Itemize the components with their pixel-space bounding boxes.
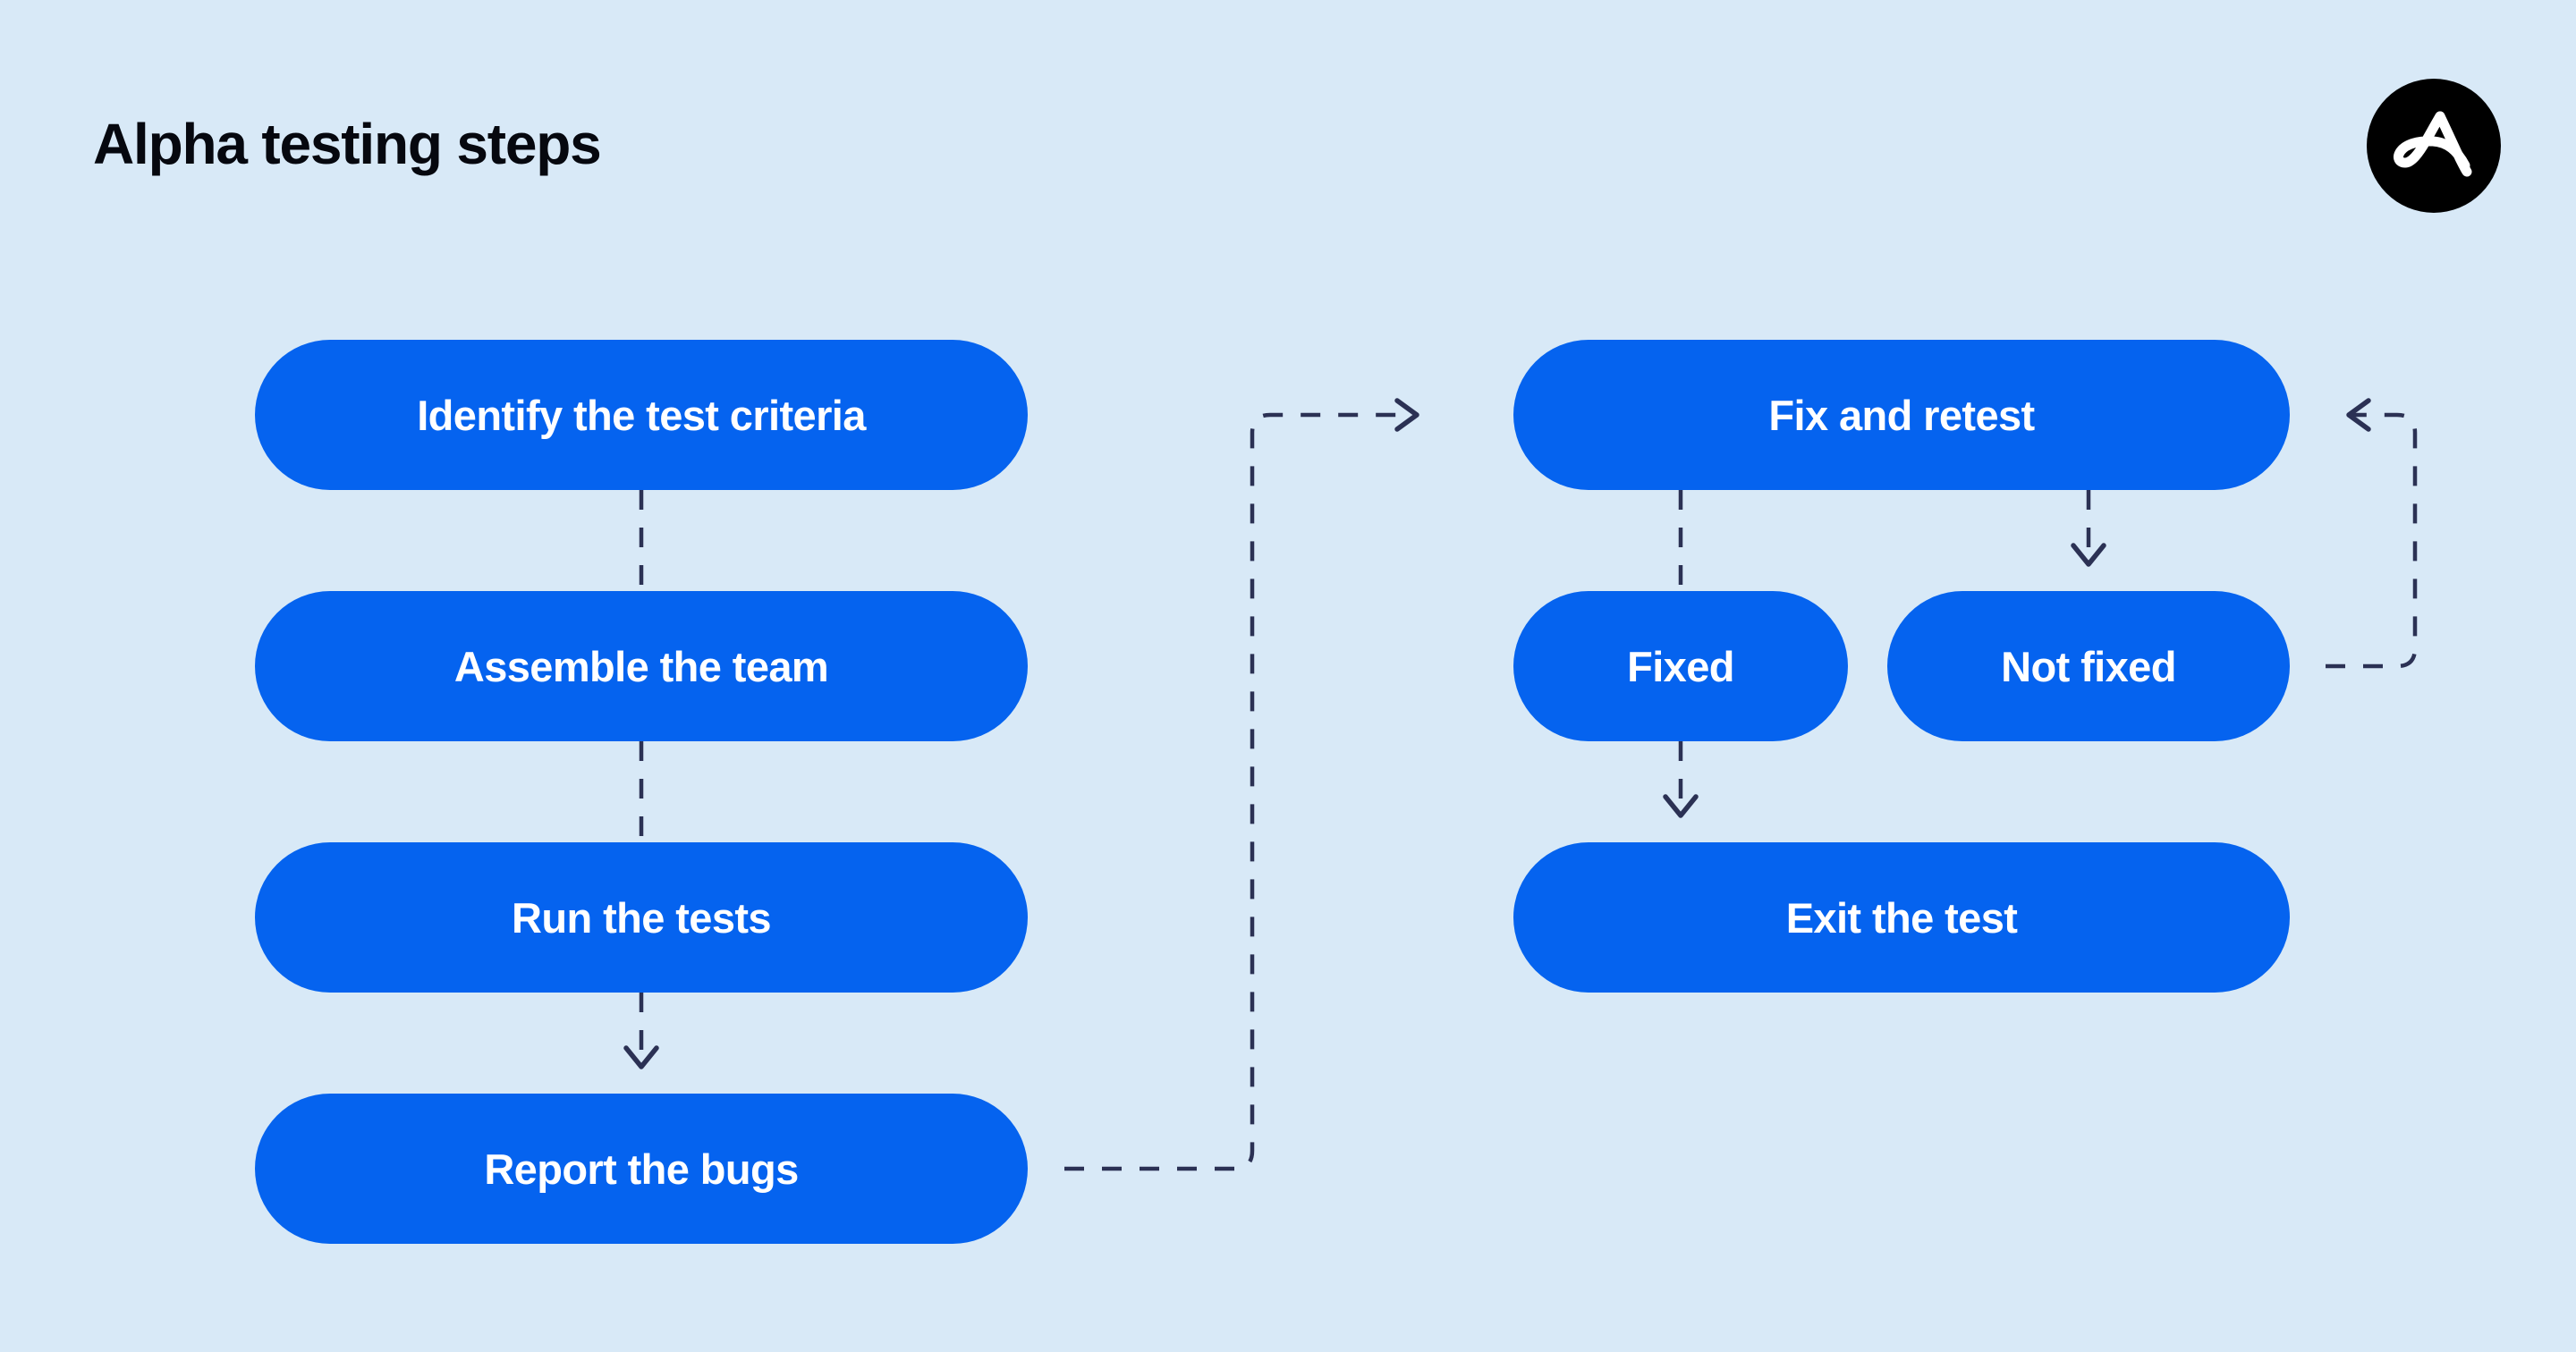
edge-fixed-exit-arrowhead	[1663, 794, 1699, 818]
page-title: Alpha testing steps	[93, 112, 602, 176]
node-label: Run the tests	[512, 893, 772, 942]
edge-report-fix	[1064, 412, 1413, 1171]
node-report-the-bugs[interactable]: Report the bugs	[255, 1094, 1028, 1244]
edge-fix-notfixed-arrowhead	[2071, 543, 2106, 567]
edge-notfixed-fix-arrowhead	[2346, 398, 2371, 432]
node-fix-and-retest[interactable]: Fix and retest	[1513, 340, 2290, 490]
node-label: Identify the test criteria	[417, 391, 866, 439]
logo-a-icon	[2394, 111, 2472, 177]
node-identify-the-test-criteria[interactable]: Identify the test criteria	[255, 340, 1028, 490]
edge-run-report-arrowhead	[623, 1045, 659, 1069]
edge-report-fix-arrowhead	[1394, 398, 1419, 432]
node-fixed[interactable]: Fixed	[1513, 591, 1848, 741]
node-assemble-the-team[interactable]: Assemble the team	[255, 591, 1028, 741]
node-label: Fixed	[1627, 642, 1734, 690]
node-not-fixed[interactable]: Not fixed	[1887, 591, 2290, 741]
node-label: Exit the test	[1785, 893, 2018, 942]
node-label: Report the bugs	[484, 1145, 799, 1193]
node-exit-the-test[interactable]: Exit the test	[1513, 842, 2290, 993]
brand-logo	[2367, 79, 2501, 213]
node-label: Fix and retest	[1768, 391, 2035, 439]
node-label: Assemble the team	[453, 642, 829, 690]
node-label: Not fixed	[2001, 642, 2176, 690]
node-run-the-tests[interactable]: Run the tests	[255, 842, 1028, 993]
edge-notfixed-fix	[2326, 412, 2418, 669]
